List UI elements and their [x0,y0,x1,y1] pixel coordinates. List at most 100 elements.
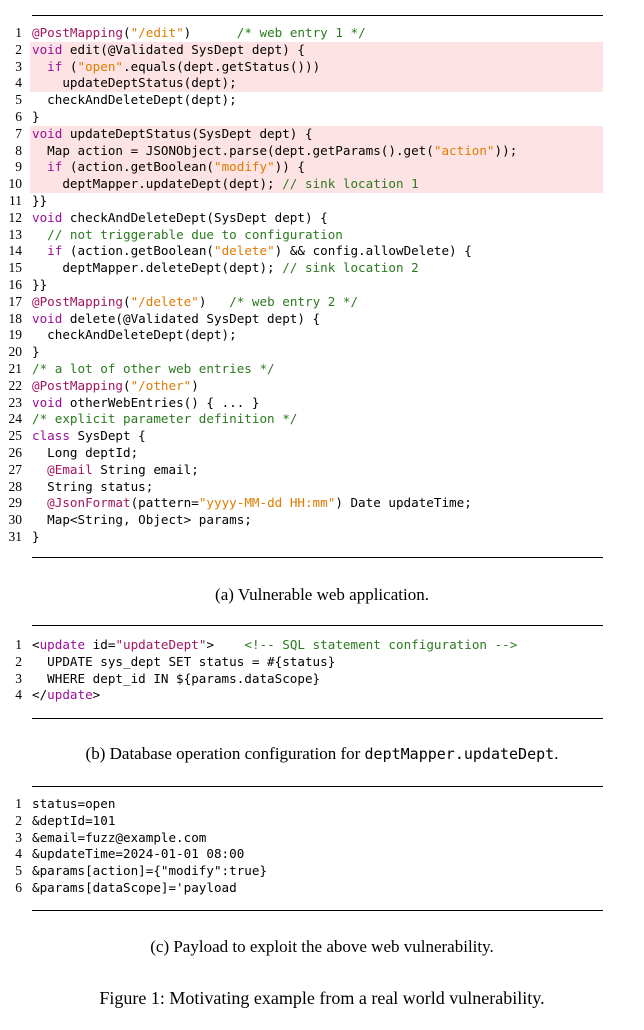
code-token: &params[action]={"modify":true} [32,863,268,879]
line-number: 5 [15,92,22,108]
code-token: ( [123,25,131,40]
code-token: &deptId=101 [32,812,116,828]
code-token: status=open [32,796,116,811]
code-token: </ [32,687,48,703]
code-text: &params[action]={"modify":true} [32,863,267,880]
code-token: "updateDept" [115,637,207,652]
code-line: 3 WHERE dept_id IN ${params.dataScope} [0,671,644,688]
code-token: deptMapper.updateDept(dept); [32,176,283,192]
line-number: 1 [15,637,22,652]
caption-b-text: (b) Database operation configuration for [85,744,365,763]
code-token [32,462,47,477]
code-line: 16}} [0,277,644,294]
code-text: } [32,109,40,126]
code-line: 19 checkAndDeleteDept(dept); [0,327,644,344]
caption-b: (b) Database operation configuration for… [0,744,644,764]
rule-a-bottom [32,557,603,558]
code-text: checkAndDeleteDept(dept); [32,92,237,109]
code-text: // not triggerable due to configuration [32,227,343,244]
rule-b-top [32,625,603,626]
line-number: 3 [15,58,22,74]
code-line: 1 status=open [0,796,644,813]
code-token: update [47,687,93,703]
code-text: deptMapper.updateDept(dept); // sink loc… [32,176,418,193]
line-number: 2 [15,653,22,669]
code-text: void edit(@Validated SysDept dept) { [32,42,305,59]
code-token: (action.getBoolean( [62,159,214,175]
code-token: String status; [32,478,154,494]
code-text: @PostMapping("/other") [32,378,199,395]
code-text: if ("open".equals(dept.getStatus())) [32,59,320,76]
rule-b-bottom [32,718,603,719]
line-number: 25 [8,428,23,444]
line-number: 14 [8,243,23,259]
code-token [32,495,47,510]
code-token: String email; [92,461,199,477]
code-token: "/delete" [130,293,199,309]
line-number: 1 [15,796,22,811]
code-line: 14 if (action.getBoolean("delete") && co… [0,243,644,260]
code-line: 1 <update id="updateDept"> <!-- SQL state… [0,637,644,654]
code-token: /* explicit parameter definition */ [32,411,298,427]
code-token: update [39,637,86,652]
code-listing-a: 1@PostMapping("/edit") /* web entry 1 */… [0,25,644,546]
code-text: if (action.getBoolean("modify")) { [32,159,305,176]
line-number: 2 [15,41,22,57]
line-number: 26 [8,444,23,460]
code-token: class [32,428,70,444]
code-line: 13 // not triggerable due to configurati… [0,227,644,244]
code-listing-b: 1 <update id="updateDept"> <!-- SQL state… [0,637,644,704]
code-token: @JsonFormat [47,495,131,511]
code-token: .equals(dept.getStatus())) [123,58,321,74]
line-number: 4 [15,687,22,703]
code-token: }} [32,276,48,292]
code-token: @PostMapping [32,293,123,309]
line-number: 27 [8,461,23,477]
code-token: ) [183,25,237,40]
line-number: 11 [9,192,22,208]
line-number: 1 [15,25,22,40]
code-token: otherWebEntries() { ... } [62,394,260,410]
code-line: 6&params[dataScope]='payload [0,880,644,897]
code-token: if [47,159,63,175]
code-text: } [32,344,40,361]
line-number: 7 [15,125,22,141]
caption-b-end: . [554,744,559,763]
code-line: 26 Long deptId; [0,445,644,462]
code-line: 3 if ("open".equals(dept.getStatus())) [0,58,644,76]
code-line: 4&updateTime=2024-01-01 08:00 [0,846,644,863]
code-token [32,243,47,258]
code-token: /* web entry 1 */ [236,25,366,40]
code-text: checkAndDeleteDept(dept); [32,327,237,344]
line-number: 3 [15,829,22,845]
code-text: /* a lot of other web entries */ [32,361,275,378]
code-text: Long deptId; [32,445,138,462]
code-line: 2 void edit(@Validated SysDept dept) { [0,41,644,59]
code-token: /* web entry 2 */ [229,293,359,309]
code-line: 3&email=fuzz@example.com [0,830,644,847]
line-number: 24 [8,411,23,427]
code-token: // not triggerable due to configuration [47,226,343,242]
code-line: 15 deptMapper.deleteDept(dept); // sink … [0,260,644,277]
code-token [32,227,47,242]
code-line: 11}} [0,193,644,210]
code-token: id= [85,637,116,652]
code-token: ( [123,293,131,309]
code-token: WHERE dept_id IN ${params.dataScope} [32,670,321,686]
line-number: 23 [8,394,23,410]
code-text: /* explicit parameter definition */ [32,411,297,428]
code-text: deptMapper.deleteDept(dept); // sink loc… [32,260,418,277]
code-text: class SysDept { [32,428,146,445]
code-text: <update id="updateDept"> <!-- SQL statem… [32,637,517,654]
code-token: Map action = JSONObject.parse(dept.getPa… [32,142,434,158]
code-token: "action" [433,142,495,158]
line-number: 5 [15,863,22,879]
code-token: @PostMapping [32,25,123,40]
code-text: &email=fuzz@example.com [32,830,206,847]
code-line: 10 deptMapper.updateDept(dept); // sink … [0,176,644,193]
code-text: Map action = JSONObject.parse(dept.getPa… [32,143,517,160]
code-token: )) { [274,159,306,175]
rule-c-top [32,786,603,787]
